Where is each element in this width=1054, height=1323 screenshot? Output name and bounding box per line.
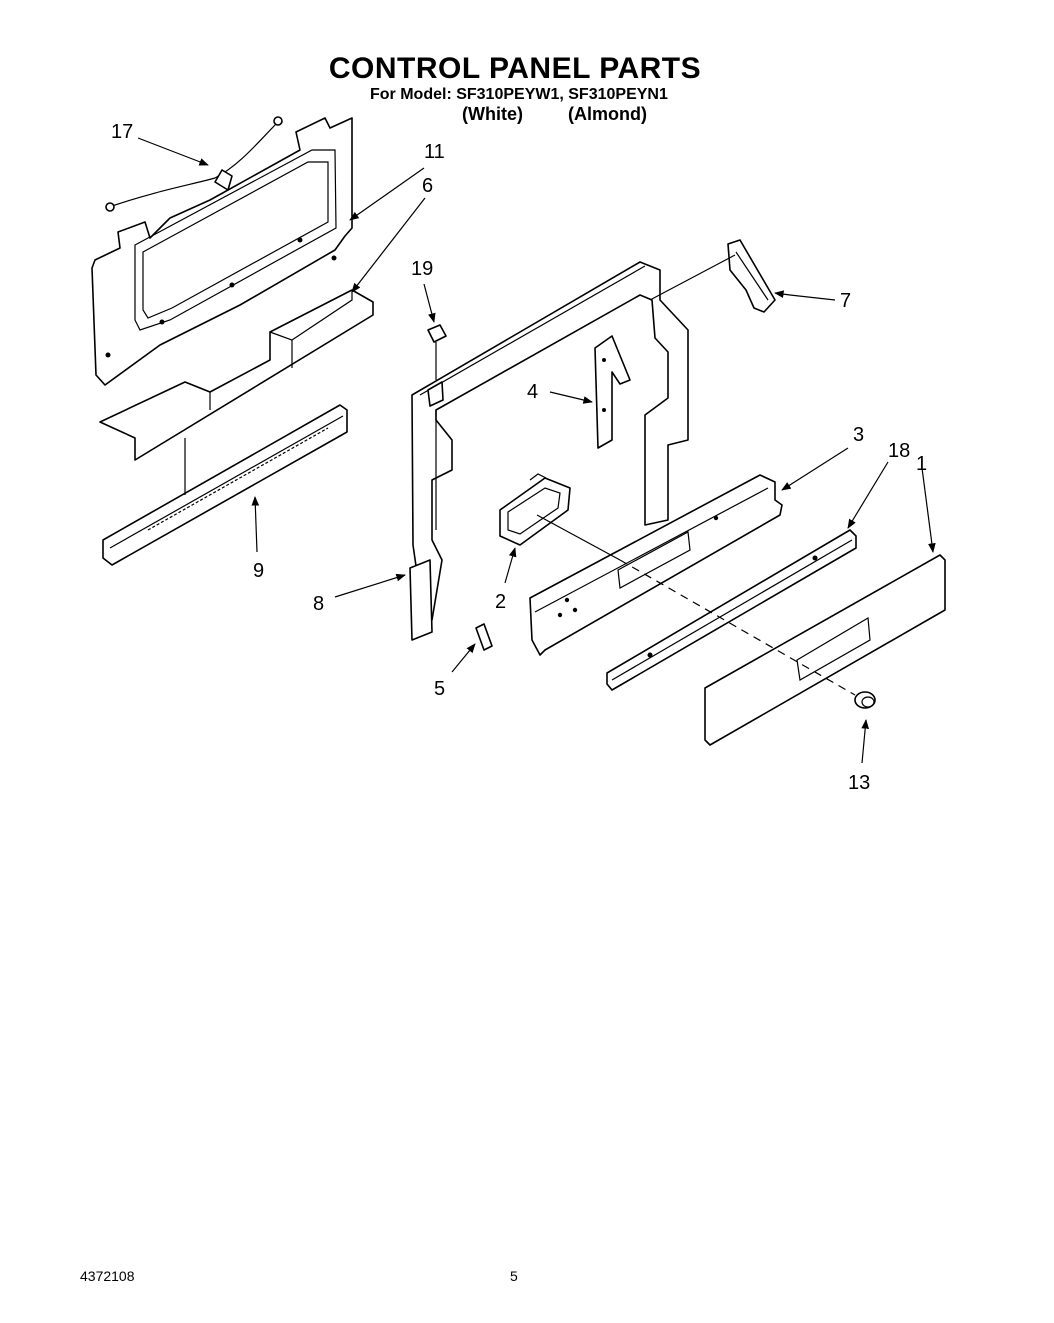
leader-17	[137, 137, 209, 166]
part-5-clip	[475, 623, 493, 651]
variant-almond-label: (Almond)	[568, 104, 647, 124]
callout-8: 8	[313, 593, 324, 615]
part-19-clip	[427, 324, 447, 380]
callout-7: 7	[840, 290, 851, 312]
leader-18	[847, 461, 889, 529]
callout-19: 19	[411, 258, 433, 280]
part-11-rear-bracket	[91, 117, 353, 386]
part-3-panel-board	[529, 474, 783, 656]
leader-11	[349, 167, 425, 221]
callout-17: 17	[111, 121, 133, 143]
callout-5: 5	[434, 678, 445, 700]
alignment-line	[649, 254, 736, 301]
alignment-line	[536, 514, 621, 561]
leader-2	[504, 547, 517, 584]
part-1-overlay	[704, 554, 946, 746]
callout-2: 2	[495, 591, 506, 613]
variant-white-label: (White)	[462, 104, 523, 124]
part-13-knob	[854, 691, 876, 709]
leader-7-tail	[789, 294, 836, 301]
callout-3: 3	[853, 424, 864, 446]
leader-4	[549, 391, 593, 404]
alignment-line	[619, 559, 856, 696]
leader-3	[781, 447, 849, 491]
part-4-bracket	[594, 335, 631, 449]
part-7-end-cap	[727, 239, 776, 313]
callout-1: 1	[916, 453, 927, 475]
callout-9: 9	[253, 560, 264, 582]
part-18-trim	[606, 529, 857, 691]
leader-13	[861, 719, 870, 764]
leader-7	[774, 290, 791, 298]
leader-8	[334, 573, 406, 598]
leader-19	[423, 283, 436, 323]
leader-9	[251, 496, 260, 553]
model-subtitle: For Model: SF310PEYW1, SF310PEYN1	[370, 86, 668, 103]
part-8-frame	[409, 261, 689, 641]
callout-6: 6	[422, 175, 433, 197]
callout-13: 13	[848, 772, 870, 794]
callout-18: 18	[888, 440, 910, 462]
leader-1	[921, 467, 936, 553]
part-17-wire	[105, 116, 283, 212]
callout-11: 11	[424, 141, 445, 163]
part-2-bezel	[499, 473, 571, 546]
callout-4: 4	[527, 381, 538, 403]
leader-5	[451, 643, 476, 673]
page-number: 5	[510, 1268, 518, 1284]
part-9-vent-strip	[102, 404, 348, 566]
leader-6	[351, 197, 426, 293]
page-title: CONTROL PANEL PARTS	[328, 52, 702, 85]
document-number: 4372108	[80, 1268, 135, 1284]
